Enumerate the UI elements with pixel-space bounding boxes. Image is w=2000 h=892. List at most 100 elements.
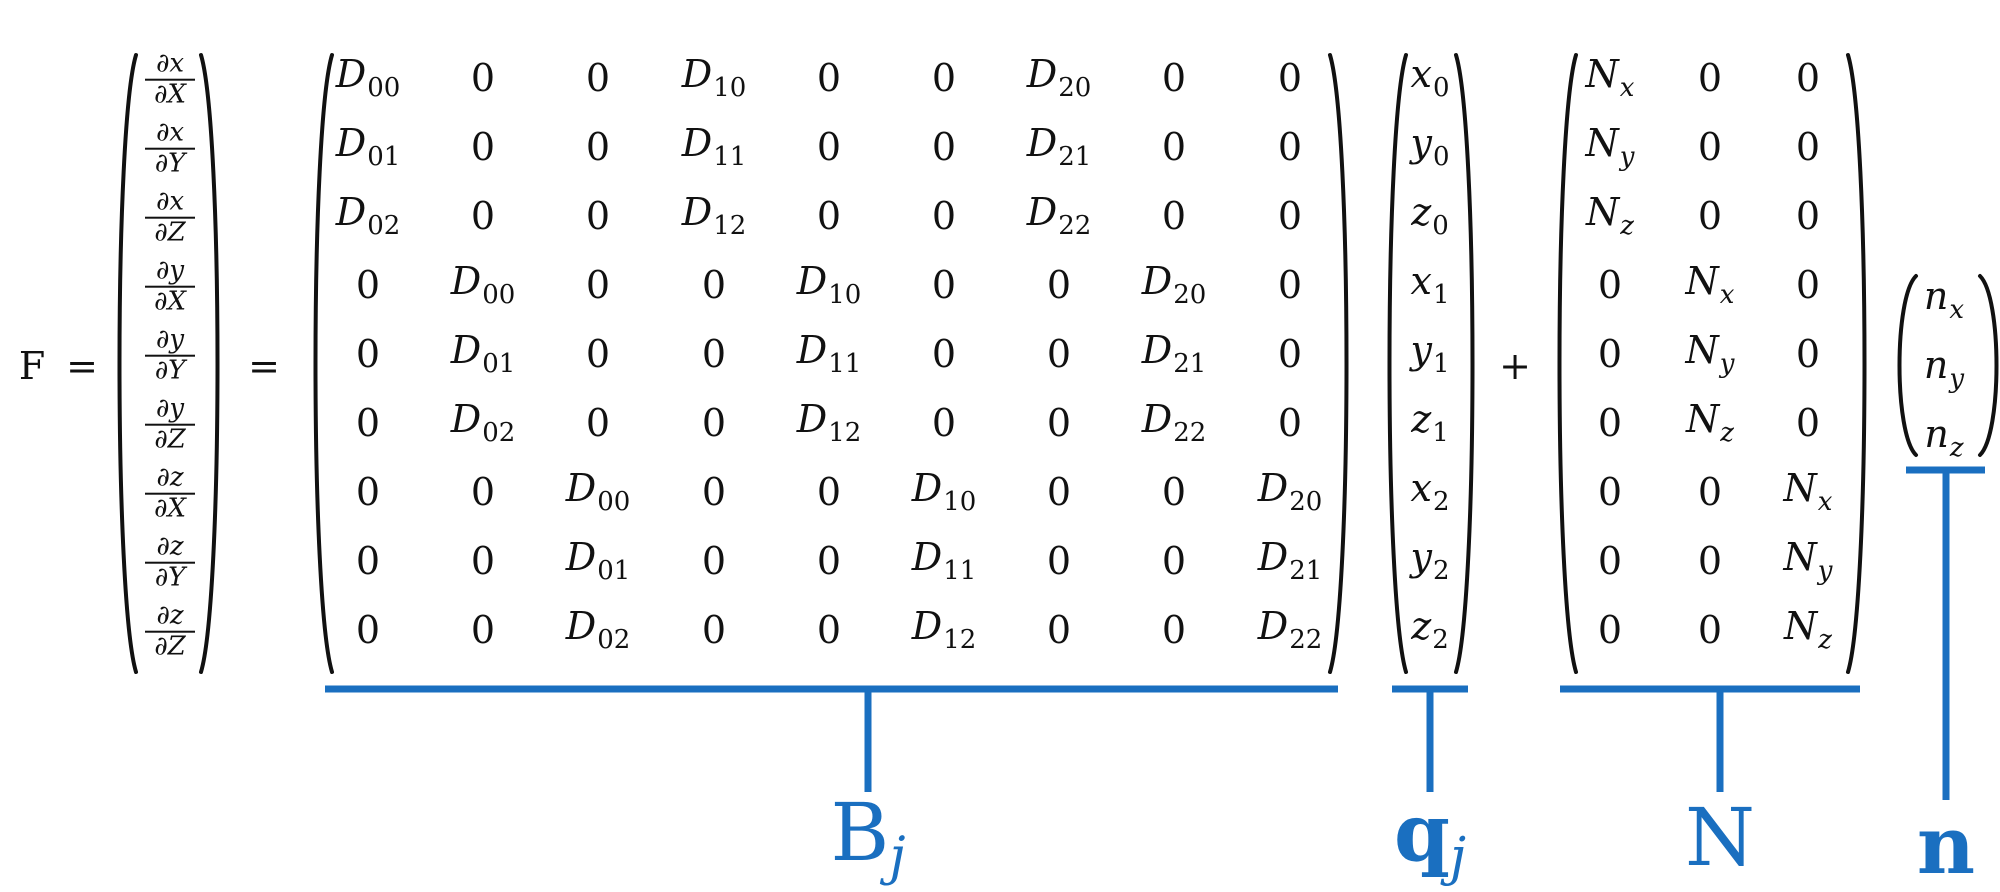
- b-matrix-entry: D21: [1026, 121, 1092, 172]
- b-matrix-bracket: [325, 685, 1338, 792]
- derivative-entry: ∂z∂X: [145, 464, 195, 524]
- b-matrix-entry: D10: [796, 259, 862, 310]
- b-matrix-entry: 0: [1161, 608, 1187, 652]
- b-matrix-entry: 0: [1277, 125, 1303, 169]
- b-matrix-entry: D22: [1026, 190, 1092, 241]
- n-vector-right-paren: [1978, 274, 1999, 457]
- n-matrix-entry: 0: [1697, 194, 1723, 238]
- derivative-entry: ∂y∂Y: [145, 326, 195, 386]
- b-matrix-entry: 0: [585, 194, 611, 238]
- q-vector-entry: y0: [1410, 121, 1450, 172]
- b-matrix-entry: 0: [470, 608, 496, 652]
- derivative-entry: ∂x∂Z: [145, 188, 195, 248]
- n-vector-left-paren: [1897, 274, 1918, 457]
- b-matrix-entry: 0: [1161, 470, 1187, 514]
- b-matrix-entry: 0: [1277, 56, 1303, 100]
- q-vector-entry: x2: [1410, 466, 1450, 517]
- q-vector-entry: x1: [1410, 259, 1450, 310]
- b-matrix-entry: 0: [1161, 194, 1187, 238]
- matrix-parentheses: [117, 53, 1999, 674]
- b-matrix-entry: D00: [450, 259, 516, 310]
- n-matrix-entry: 0: [1795, 263, 1821, 307]
- b-matrix-entry: D11: [796, 328, 862, 379]
- n-matrix-entry: 0: [1795, 194, 1821, 238]
- n-matrix-entry: 0: [1795, 401, 1821, 445]
- b-matrix-entry: 0: [470, 125, 496, 169]
- n-matrix-entry: Ny: [1783, 535, 1833, 586]
- b-matrix-entry: D10: [681, 52, 747, 103]
- derivative-entry: ∂z∂Y: [145, 533, 195, 593]
- q-vector-entry: y1: [1410, 328, 1450, 379]
- derivative-left-paren: [117, 53, 138, 674]
- n-matrix-bracket: [1560, 685, 1860, 792]
- q-vector-entry: z2: [1411, 604, 1449, 655]
- b-matrix-entry: 0: [701, 332, 727, 376]
- b-matrix-entry: 0: [816, 608, 842, 652]
- q-vector-entry: x0: [1410, 52, 1450, 103]
- b-matrix-entry: 0: [585, 401, 611, 445]
- b-matrix-entry: 0: [470, 470, 496, 514]
- b-matrix-entry: 0: [701, 401, 727, 445]
- b-matrix-entry: D01: [335, 121, 401, 172]
- n-matrix-entry: Nz: [1586, 190, 1634, 241]
- b-matrix-entry: 0: [816, 470, 842, 514]
- b-matrix-entry: D20: [1141, 259, 1207, 310]
- n-matrix-entry: 0: [1597, 539, 1623, 583]
- b-matrix-entry: 0: [1161, 539, 1187, 583]
- b-matrix-entry: 0: [931, 56, 957, 100]
- n-vector-entry: nz: [1924, 412, 1964, 463]
- n-matrix-entry: Nz: [1686, 397, 1734, 448]
- b-matrix-entry: 0: [1161, 56, 1187, 100]
- equals-sign-2: =: [248, 344, 280, 388]
- label-b-j: Bj: [830, 786, 906, 887]
- b-matrix-entry: 0: [701, 263, 727, 307]
- b-matrix-entry: 0: [816, 194, 842, 238]
- b-matrix-entry: 0: [1277, 263, 1303, 307]
- derivative-entry: ∂x∂Y: [145, 119, 195, 179]
- n-matrix-entry: 0: [1795, 125, 1821, 169]
- b-matrix-entry: 0: [701, 608, 727, 652]
- n-matrix-left-paren: [1557, 53, 1578, 674]
- label-n-matrix: N: [1685, 791, 1755, 884]
- derivative-entry: ∂z∂Z: [145, 602, 195, 662]
- b-matrix-entry: 0: [931, 125, 957, 169]
- b-matrix-entry: 0: [816, 56, 842, 100]
- b-matrix-entry: D12: [796, 397, 862, 448]
- n-matrix-entry: 0: [1597, 332, 1623, 376]
- b-matrix-entry: 0: [470, 56, 496, 100]
- n-matrix-entry: 0: [1597, 608, 1623, 652]
- n-matrix-entry: 0: [1697, 608, 1723, 652]
- b-matrix-entry: 0: [1277, 401, 1303, 445]
- n-matrix-entry: Nx: [1585, 52, 1635, 103]
- n-matrix-entry: 0: [1597, 263, 1623, 307]
- n-vector-entry: ny: [1923, 343, 1965, 394]
- n-matrix-entry: Ny: [1585, 121, 1635, 172]
- n-matrix-entry: 0: [1697, 56, 1723, 100]
- b-matrix-entry: 0: [355, 608, 381, 652]
- b-matrix-entry: D21: [1257, 535, 1323, 586]
- b-matrix-entry: D01: [565, 535, 631, 586]
- b-matrix-entry: D11: [681, 121, 747, 172]
- b-matrix-entry: 0: [701, 470, 727, 514]
- b-matrix-entry: 0: [355, 332, 381, 376]
- lhs-symbol: F: [18, 344, 46, 388]
- b-matrix-entry: 0: [355, 539, 381, 583]
- b-matrix-entry: D12: [681, 190, 747, 241]
- b-matrix-entry: D10: [911, 466, 977, 517]
- b-matrix-entry: D20: [1257, 466, 1323, 517]
- n-matrix-entry: 0: [1597, 470, 1623, 514]
- b-matrix-entry: 0: [1277, 194, 1303, 238]
- n-vector-entry: nx: [1923, 274, 1965, 325]
- b-matrix-entry: 0: [931, 401, 957, 445]
- b-matrix-entry: D22: [1141, 397, 1207, 448]
- b-matrix-entry: 0: [816, 125, 842, 169]
- q-vector-right-paren: [1454, 53, 1475, 674]
- label-n-vector: n: [1916, 798, 1976, 892]
- derivative-right-paren: [199, 53, 220, 674]
- b-matrix-entry: D11: [911, 535, 977, 586]
- q-vector-bracket: [1392, 685, 1468, 792]
- b-matrix-entry: 0: [1046, 470, 1072, 514]
- n-matrix-entry: 0: [1697, 539, 1723, 583]
- b-matrix-entry: 0: [931, 263, 957, 307]
- b-matrix-entry: D00: [565, 466, 631, 517]
